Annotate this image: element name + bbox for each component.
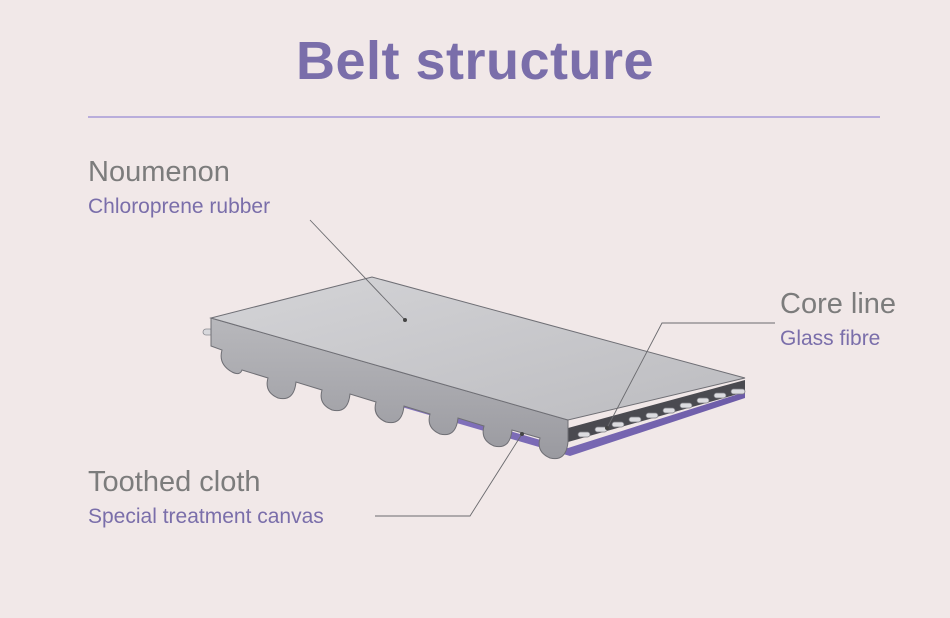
label-noumenon-main: Noumenon <box>88 156 230 188</box>
label-core-line: Core line Glass fibre <box>780 288 897 350</box>
page-title: Belt structure <box>295 31 655 91</box>
label-noumenon-sub: Chloroprene rubber <box>88 195 271 218</box>
label-noumenon: Noumenon Chloroprene rubber <box>88 156 271 218</box>
leader-lines <box>309 219 775 517</box>
label-toothed-cloth-main: Toothed cloth <box>88 466 261 498</box>
belt-front-teeth <box>210 317 569 460</box>
belt-top-surface <box>209 276 746 421</box>
leader-noumenon <box>309 219 406 321</box>
label-core-line-sub: Glass fibre <box>780 327 881 350</box>
leader-dots <box>403 318 609 436</box>
label-toothed-cloth-sub: Special treatment canvas <box>88 505 324 528</box>
leader-core-line <box>606 322 775 429</box>
label-core-line-main: Core line <box>780 288 897 320</box>
core-fibres-right <box>577 388 746 438</box>
leader-toothed-cloth <box>375 433 523 517</box>
title-divider <box>88 116 880 118</box>
label-toothed-cloth: Toothed cloth Special treatment canvas <box>88 466 324 528</box>
